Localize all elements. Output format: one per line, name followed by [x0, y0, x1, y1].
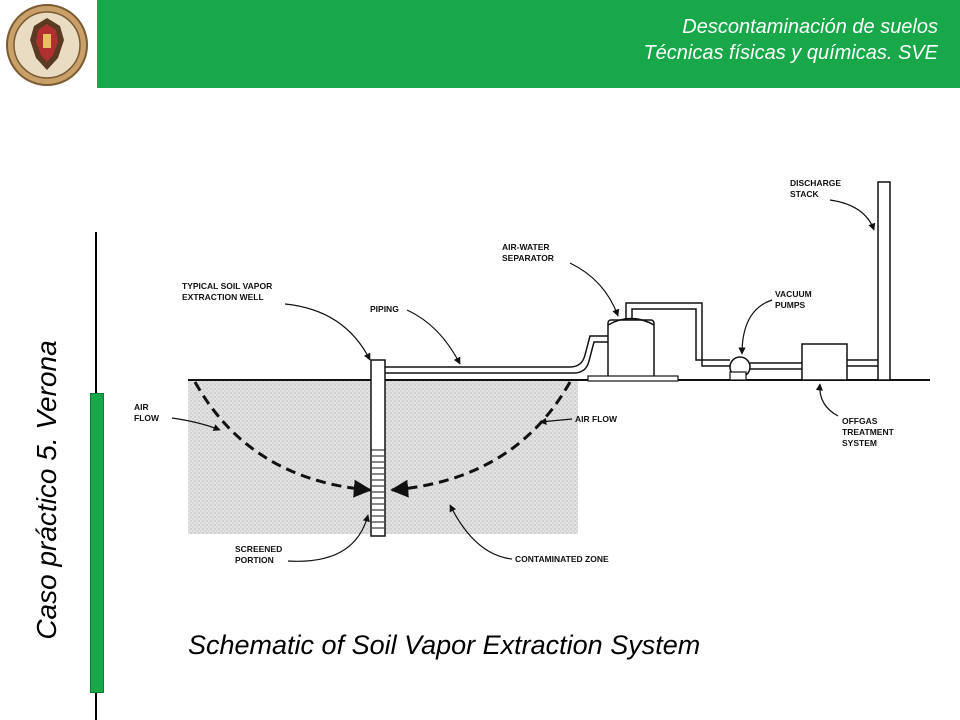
header-bar: Descontaminación de suelos Técnicas físi… — [97, 0, 960, 88]
label-well-1: TYPICAL SOIL VAPOR — [182, 281, 272, 291]
piping — [385, 335, 610, 368]
label-piping: PIPING — [370, 304, 399, 314]
air-water-separator — [607, 319, 655, 379]
discharge-stack — [877, 181, 891, 381]
label-pumps-2: PUMPS — [775, 300, 806, 310]
header-line-1: Descontaminación de suelos — [682, 16, 938, 38]
label-separator-1: AIR-WATER — [502, 242, 550, 252]
label-discharge-1: DISCHARGE — [790, 178, 841, 188]
label-discharge-2: STACK — [790, 189, 820, 199]
green-accent-bar — [90, 393, 104, 693]
slide-side-title: Caso práctico 5. Verona — [31, 340, 62, 640]
label-offgas-1: OFFGAS — [842, 416, 878, 426]
diagram-caption: Schematic of Soil Vapor Extraction Syste… — [188, 630, 701, 660]
label-airflow-left-2: FLOW — [134, 413, 160, 423]
airflow-right-arc — [390, 381, 572, 498]
label-well-2: EXTRACTION WELL — [182, 292, 264, 302]
header-line-2: Técnicas físicas y químicas. SVE — [643, 42, 938, 64]
university-seal-logo — [0, 0, 97, 90]
header-title: Descontaminación de suelos Técnicas físi… — [643, 14, 938, 66]
offgas-treatment-unit — [801, 343, 848, 381]
label-offgas-2: TREATMENT — [842, 427, 895, 437]
sve-schematic-diagram: DISCHARGE STACK AIR-WATER SEPARATOR TYPI… — [134, 178, 930, 565]
well-screen — [372, 455, 384, 529]
label-pumps-1: VACUUM — [775, 289, 812, 299]
label-screened-2: PORTION — [235, 555, 274, 565]
label-screened-1: SCREENED — [235, 544, 282, 554]
label-airflow-left-1: AIR — [134, 402, 149, 412]
label-contaminated-zone: CONTAMINATED ZONE — [515, 554, 609, 564]
label-airflow-right: AIR FLOW — [575, 414, 618, 424]
label-offgas-3: SYSTEM — [842, 438, 877, 448]
airflow-left-arc — [193, 381, 372, 498]
label-separator-2: SEPARATOR — [502, 253, 554, 263]
